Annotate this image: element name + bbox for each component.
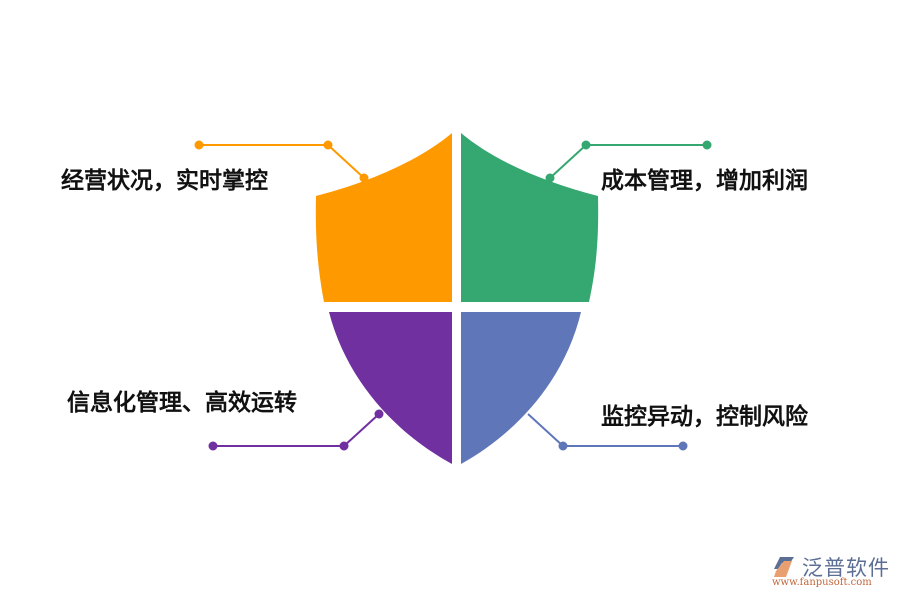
label-top-left: 经营状况，实时掌控 bbox=[61, 168, 268, 194]
connector-bottom-right bbox=[527, 413, 688, 451]
label-bottom-right: 监控异动，控制风险 bbox=[601, 404, 808, 430]
fanpu-logo: 泛普软件 www.fanpusoft.com bbox=[768, 552, 898, 592]
connector-top-left bbox=[194, 140, 369, 183]
label-bottom-left: 信息化管理、高效运转 bbox=[67, 390, 297, 416]
shield-quadrant-top-left bbox=[315, 133, 452, 302]
fanpu-logo-icon bbox=[774, 557, 794, 577]
shield-quadrant-bottom-right bbox=[461, 312, 581, 464]
connector-top-right bbox=[545, 140, 712, 183]
connector-bottom-left bbox=[208, 409, 384, 451]
shield-quadrant-bottom-left bbox=[329, 312, 452, 464]
logo-name: 泛普软件 bbox=[802, 556, 890, 580]
logo-url: www.fanpusoft.com bbox=[772, 577, 872, 588]
label-top-right: 成本管理，增加利润 bbox=[601, 168, 808, 194]
shield-quadrant-top-right bbox=[461, 133, 599, 302]
